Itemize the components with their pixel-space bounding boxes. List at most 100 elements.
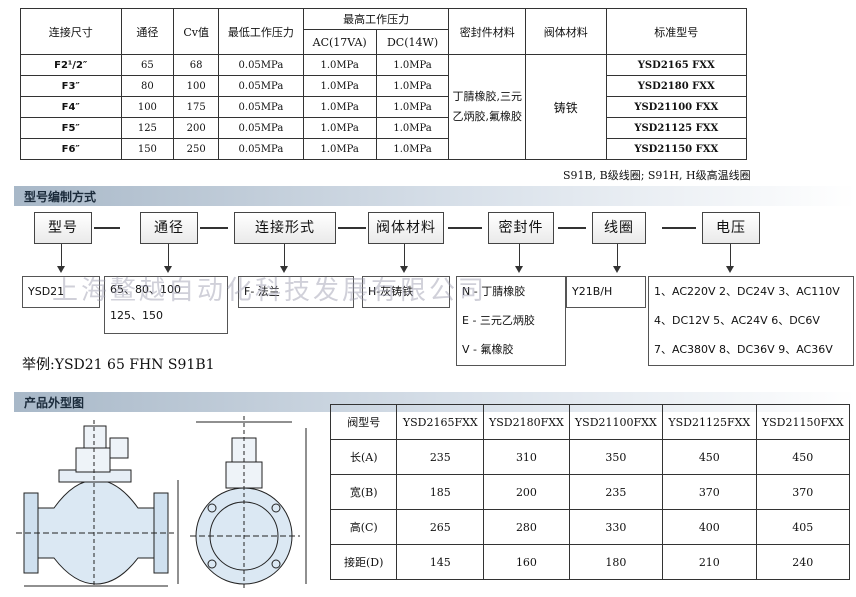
cell-min: 0.05MPa	[218, 54, 304, 76]
table-row: 宽(B) 185 200 235 370 370	[329, 474, 851, 510]
dash	[448, 227, 482, 229]
cell-model: YSD21150 FXX	[605, 138, 748, 160]
value-voltage: 1、AC220V 2、DC24V 3、AC110V 4、DC12V 5、AC24…	[648, 276, 854, 366]
cell-ac: 1.0MPa	[302, 75, 377, 97]
row-label: 高(C)	[329, 509, 398, 545]
table-row: F6″ 150 250 0.05MPa 1.0MPa 1.0MPa YSD211…	[20, 138, 748, 160]
value-bore-line1: 65、80、100	[110, 283, 181, 296]
connector-line	[617, 244, 618, 269]
row-value: 400	[662, 509, 757, 545]
table-row: F5″ 125 200 0.05MPa 1.0MPa 1.0MPa YSD211…	[20, 117, 748, 139]
cell-seal-material: 丁腈橡胶,三元乙炳胶,氟橡胶	[448, 54, 527, 160]
value-bore: 65、80、100 125、150	[104, 276, 228, 334]
row-value: 160	[483, 544, 570, 580]
cell-bore: 150	[120, 138, 175, 160]
arrow-down-icon	[280, 266, 288, 273]
cell-model: YSD21125 FXX	[605, 117, 748, 139]
cell-bore: 65	[120, 54, 175, 76]
valve-drawing	[16, 416, 307, 590]
row-value: 145	[396, 544, 485, 580]
header-label: 阀型号	[329, 404, 398, 440]
row-value: 450	[755, 439, 851, 475]
cell-body-material: 铸铁	[525, 54, 607, 160]
side-view-drawing	[16, 420, 179, 588]
box-model: 型号	[34, 212, 92, 244]
table-row: 高(C) 265 280 330 400 405	[329, 509, 851, 545]
cell-bore: 80	[120, 75, 175, 97]
row-value: 370	[755, 474, 851, 510]
value-body: H-灰铸铁	[362, 276, 450, 308]
dash	[558, 227, 586, 229]
value-coil-text: Y21B/H	[572, 285, 613, 298]
spec-table: 连接尺寸 通径 Cv值 最低工作压力 最高工作压力 密封件材料 阀体材料 标准型…	[20, 8, 748, 160]
cell-model: YSD21100 FXX	[605, 96, 748, 118]
cell-dc: 1.0MPa	[375, 96, 450, 118]
cell-bore: 125	[120, 117, 175, 139]
value-connection: F- 法兰	[238, 276, 354, 308]
cell-dc: 1.0MPa	[375, 75, 450, 97]
cell-dc: 1.0MPa	[375, 117, 450, 139]
row-value: 210	[662, 544, 757, 580]
cell-size: F2¹/2″	[20, 54, 122, 76]
arrow-down-icon	[613, 266, 621, 273]
header-bore: 通径	[120, 8, 175, 55]
cell-ac: 1.0MPa	[302, 138, 377, 160]
cell-bore: 100	[120, 96, 175, 118]
value-seal-3: V - 氟橡胶	[462, 343, 514, 356]
dash	[94, 227, 120, 229]
dash	[662, 227, 696, 229]
table-row: F2¹/2″ 65 68 0.05MPa 1.0MPa 1.0MPa 丁腈橡胶,…	[20, 54, 748, 160]
cell-size: F5″	[20, 117, 122, 139]
header-seal: 密封件材料	[448, 8, 527, 55]
row-value: 405	[755, 509, 851, 545]
row-value: 370	[662, 474, 757, 510]
table-header-row: 阀型号 YSD2165FXX YSD2180FXX YSD21100FXX YS…	[329, 404, 851, 440]
value-coil: Y21B/H	[566, 276, 646, 308]
value-model-text: YSD21	[28, 285, 65, 298]
header-cv: Cv值	[173, 8, 220, 55]
box-connection: 连接形式	[234, 212, 336, 244]
value-model: YSD21	[22, 276, 100, 308]
connector-line	[404, 244, 405, 269]
cell-ac: 1.0MPa	[302, 117, 377, 139]
cell-cv: 250	[173, 138, 220, 160]
dimensions-table: 阀型号 YSD2165FXX YSD2180FXX YSD21100FXX YS…	[329, 404, 851, 580]
box-coil: 线圈	[592, 212, 646, 244]
dash	[200, 227, 228, 229]
box-body-material: 阀体材料	[368, 212, 444, 244]
header-model: YSD21125FXX	[662, 404, 757, 440]
cell-dc: 1.0MPa	[375, 54, 450, 76]
seal-material-text: 丁腈橡胶,三元乙炳胶,氟橡胶	[452, 90, 523, 123]
value-seal: N - 丁腈橡胶 E - 三元乙炳胶 V - 氟橡胶	[456, 276, 566, 366]
row-value: 235	[568, 474, 664, 510]
value-voltage-2: 4、DC12V 5、AC24V 6、DC6V	[654, 314, 820, 327]
table-row: 接距(D) 145 160 180 210 240	[329, 544, 851, 580]
table-row: F3″ 80 100 0.05MPa 1.0MPa 1.0MPa YSD2180…	[20, 75, 748, 97]
header-size: 连接尺寸	[20, 8, 122, 55]
cell-cv: 68	[173, 54, 220, 76]
value-voltage-3: 7、AC380V 8、DC36V 9、AC36V	[654, 343, 833, 356]
value-body-text: H-灰铸铁	[368, 285, 414, 298]
example-text: 举例:YSD21 65 FHN S91B1	[22, 357, 215, 373]
header-max-pressure: 最高工作压力	[302, 8, 450, 30]
box-voltage: 电压	[702, 212, 760, 244]
connector-line	[61, 244, 62, 269]
cell-min: 0.05MPa	[218, 117, 304, 139]
row-value: 200	[483, 474, 570, 510]
box-bore: 通径	[140, 212, 198, 244]
header-model: YSD21100FXX	[568, 404, 664, 440]
row-label: 宽(B)	[329, 474, 398, 510]
connector-line	[519, 244, 520, 269]
front-view-drawing	[190, 416, 307, 590]
row-value: 450	[662, 439, 757, 475]
cell-size: F3″	[20, 75, 122, 97]
cell-min: 0.05MPa	[218, 138, 304, 160]
cell-cv: 200	[173, 117, 220, 139]
model-section-title: 型号编制方式	[24, 190, 97, 204]
arrow-down-icon	[164, 266, 172, 273]
cell-ac: 1.0MPa	[302, 96, 377, 118]
dash	[338, 227, 366, 229]
header-model: 标准型号	[605, 8, 748, 55]
value-bore-line2: 125、150	[110, 309, 163, 322]
cell-min: 0.05MPa	[218, 75, 304, 97]
